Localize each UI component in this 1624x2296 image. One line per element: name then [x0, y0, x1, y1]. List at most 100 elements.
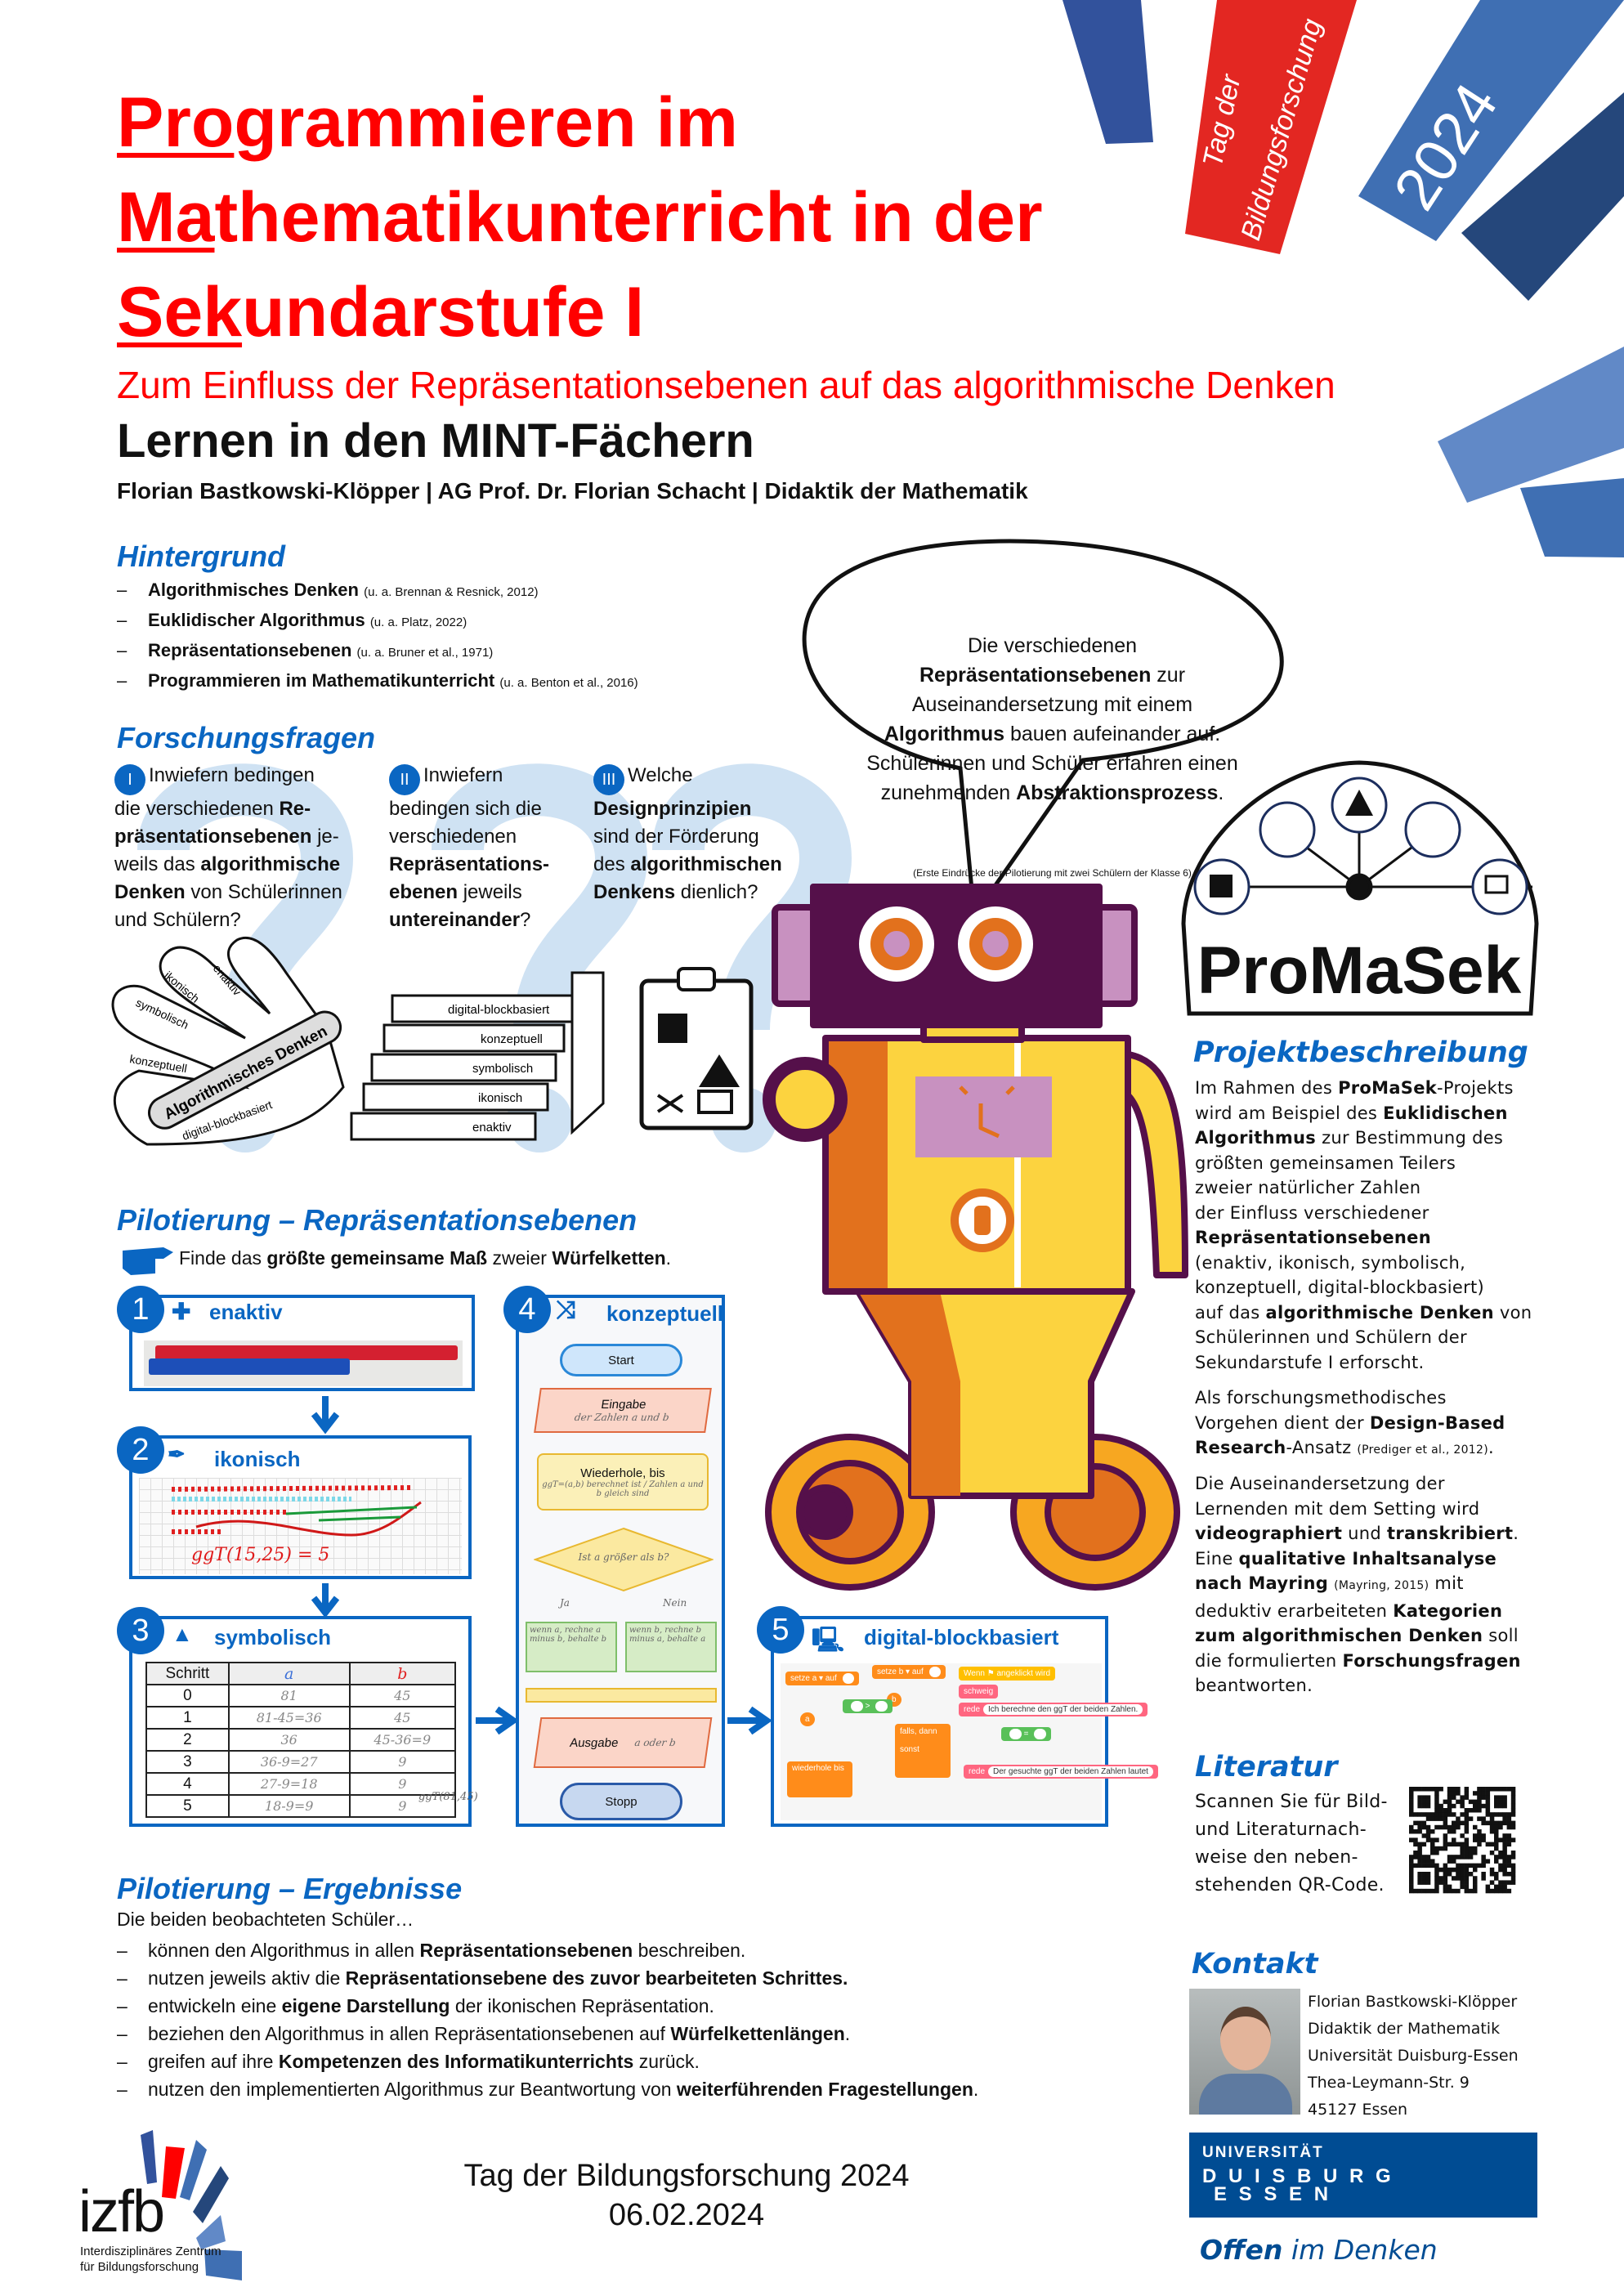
bold-text: Abstraktionsprozess: [1016, 781, 1219, 804]
scratch-workspace: setze a ▾ auf setze b ▾ auf Wenn ⚑ angek…: [781, 1663, 1158, 1820]
stair-label: enaktiv: [472, 1121, 512, 1135]
flow-loop-handwriting: ggT=(a,b) berechnet ist / Zahlen a und b…: [542, 1479, 704, 1498]
title-rest: grammieren im: [234, 83, 738, 162]
text-segment: nutzen den implementierten Algorithmus z…: [148, 2079, 677, 2100]
dash: –: [117, 2023, 128, 2044]
bold-text: Euklidischen Algorithmus: [1195, 1103, 1508, 1148]
text-segment: .: [665, 1247, 672, 1269]
text-segment: -Ansatz: [1286, 1438, 1358, 1457]
bold-text: Repräsentationsebenen: [919, 664, 1152, 687]
bold-text: Algorithmus: [884, 723, 1005, 745]
text-segment: .: [973, 2079, 979, 2100]
contact-line: Didaktik der Mathematik: [1308, 2020, 1501, 2038]
stair-label: ikonisch: [478, 1091, 522, 1105]
scratch-block-set-b[interactable]: setze b ▾ auf: [872, 1665, 946, 1679]
question-text: Inwiefern bedingen sich die verschiedene…: [389, 764, 549, 931]
contact-line: Florian Bastkowski-Klöpper: [1308, 1993, 1518, 2011]
flow-no-label: Nein: [663, 1597, 687, 1609]
step-label: ikonisch: [214, 1447, 301, 1471]
table-cell: 27-9=18: [227, 1772, 351, 1796]
text-segment: dienlich?: [675, 881, 758, 903]
text-segment: (enaktiv, ikonisch, symbolisch, konzeptu…: [1195, 1252, 1485, 1323]
flow-start: Start: [560, 1344, 682, 1376]
bold-text: algorithmische Denken: [114, 853, 341, 903]
title-rest: thematikunterricht in der: [214, 178, 1043, 257]
text-segment: Im Rahmen des: [1195, 1078, 1339, 1098]
text-segment: .: [1488, 1438, 1494, 1457]
bold-text: Re- präsentationsebenen: [114, 798, 312, 848]
scratch-block-set-a[interactable]: setze a ▾ auf: [785, 1672, 860, 1685]
author-photo: [1189, 1989, 1300, 2115]
text-segment: soll die formulierten: [1195, 1626, 1519, 1671]
ude-line1: UNIVERSITÄT: [1202, 2144, 1324, 2161]
hintergrund-item: –Repräsentationsebenen (u. a. Bruner et …: [117, 637, 638, 667]
section-heading-projekt: Projektbeschreibung: [1193, 1036, 1528, 1069]
text-segment: . Eine: [1195, 1524, 1519, 1569]
question-number-badge: III: [593, 764, 624, 795]
drawing-grid-photo: ggT(15,25) = 5: [139, 1478, 462, 1574]
program-name: Lernen in den MINT-Fächern: [117, 414, 754, 468]
event-name: Tag der Bildungsforschung 2024: [463, 2159, 910, 2193]
izfb-logo-text: izfb: [78, 2179, 165, 2245]
table-cell: 1: [145, 1706, 230, 1730]
citation: (u. a. Platz, 2022): [369, 615, 468, 629]
text-segment: .: [844, 2023, 851, 2044]
hintergrund-list: –Algorithmisches Denken (u. a. Brennan &…: [117, 576, 638, 697]
text-segment: sind der Förderung des: [593, 826, 759, 875]
flow-stop: Stopp: [560, 1783, 682, 1820]
section-heading-kontakt: Kontakt: [1192, 1948, 1318, 1980]
photo-shirt: [1199, 2074, 1292, 2115]
title-underlined-part: Ma: [117, 178, 215, 257]
table-cell: 45: [348, 1706, 457, 1730]
scratch-var-a[interactable]: a: [800, 1712, 815, 1726]
title-rest: undarstufe I: [242, 273, 645, 351]
section-heading-forschungsfragen: Forschungsfragen: [117, 721, 376, 754]
scratch-equals[interactable]: =: [1001, 1727, 1051, 1741]
bold-text: eigene Darstellung: [281, 1995, 450, 2016]
bold-text: ProMaSek: [1338, 1078, 1438, 1098]
text-segment: Inwiefern bedingen die verschiedenen: [114, 764, 315, 820]
contact-line: Thea-Leymann-Str. 9: [1308, 2074, 1470, 2092]
step-label: digital-blockbasiert: [864, 1625, 1059, 1649]
bold-text: Forschungsfragen: [1342, 1650, 1521, 1671]
hand-illustration: [111, 936, 345, 1146]
text-segment: je- weils das: [114, 826, 339, 875]
step-box-ikonisch: ggT(15,25) = 5: [129, 1435, 472, 1579]
result-item: –beziehen den Algorithmus in allen Reprä…: [117, 2020, 978, 2048]
title-underlined-part: Sek: [117, 273, 243, 351]
robot-illustration: [763, 884, 1188, 1591]
topic: Repräsentationsebenen: [148, 640, 352, 660]
subtitle: Zum Einfluss der Repräsentationsebenen a…: [117, 364, 1335, 406]
bubble-note: (Erste Eindrücke der Pilotierung mit zwe…: [913, 867, 1192, 879]
scratch-repeat-until[interactable]: wiederhole bis: [787, 1761, 852, 1797]
scratch-block-silent[interactable]: schweig: [959, 1685, 999, 1699]
result-text: können den Algorithmus in allen Repräsen…: [148, 1940, 745, 1961]
dash: –: [117, 1995, 128, 2016]
scratch-block-when-flag[interactable]: Wenn ⚑ angeklickt wird: [959, 1667, 1056, 1681]
stair-label: konzeptuell: [481, 1032, 543, 1046]
text-segment: nutzen jeweils aktiv die: [148, 1967, 346, 1989]
text-segment: bauen aufeinander auf. Schülerinnen und …: [866, 723, 1238, 804]
title-line: Programmieren im: [117, 75, 1043, 170]
text-segment: beantworten.: [1195, 1676, 1313, 1695]
scratch-greater-than[interactable]: >: [843, 1699, 893, 1713]
qr-code[interactable]: [1409, 1787, 1516, 1894]
bold-text: größte gemeinsame Maß: [266, 1247, 488, 1269]
dash: –: [117, 2079, 128, 2100]
table-cell: 0: [145, 1684, 230, 1707]
table-cell: 3: [145, 1750, 230, 1774]
hintergrund-item: –Algorithmisches Denken (u. a. Brennan &…: [117, 576, 638, 606]
result-text: beziehen den Algorithmus in allen Repräs…: [148, 2023, 850, 2044]
promasek-logo-text: ProMaSek: [1197, 933, 1522, 1008]
text-segment: und: [1342, 1524, 1387, 1543]
text-segment: beschreiben.: [633, 1940, 746, 1961]
flow-merge-bar: [526, 1688, 717, 1703]
results-intro: Die beiden beobachteten Schüler…: [117, 1909, 414, 1930]
